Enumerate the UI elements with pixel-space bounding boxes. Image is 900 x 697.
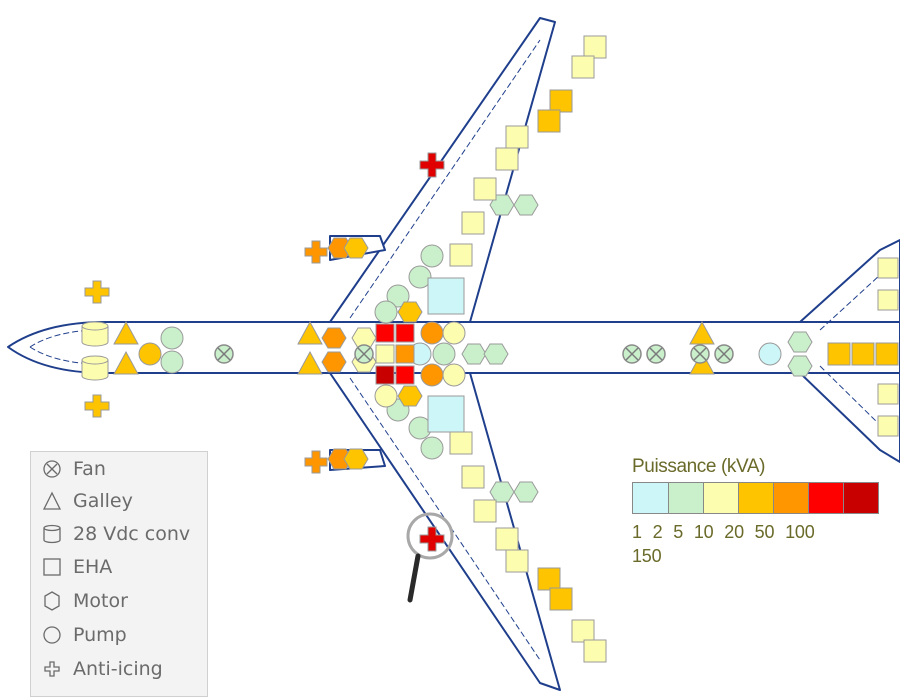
engine-motors bbox=[327, 237, 369, 470]
legend-item-eha: EHA bbox=[41, 552, 112, 582]
power-scale-ticks-line2: 150 bbox=[632, 546, 662, 566]
anti-icing-icon bbox=[44, 661, 60, 677]
power-scale-swatch-7 bbox=[843, 483, 878, 513]
legend-label-converter: 28 Vdc conv bbox=[73, 523, 191, 545]
fan-icon bbox=[43, 460, 61, 478]
power-scale-swatch-2 bbox=[668, 483, 703, 513]
lower-wing-actuators bbox=[449, 431, 607, 663]
legend-item-galley: Galley bbox=[41, 486, 133, 516]
pump-icon bbox=[43, 626, 61, 644]
anti-icing-engine-top bbox=[304, 240, 328, 264]
legend-label-galley: Galley bbox=[73, 490, 133, 512]
magnifier-icon bbox=[406, 512, 454, 603]
upper-wing bbox=[329, 17, 556, 323]
power-scale-ticks-line1: 1 2 5 10 20 50 100 bbox=[632, 522, 815, 542]
legend-item-converter: 28 Vdc conv bbox=[41, 519, 190, 549]
central-power-units bbox=[375, 277, 465, 433]
motor-icon bbox=[44, 591, 60, 611]
motor-engine-bottom-b bbox=[343, 448, 369, 470]
power-scale-title: Puissance (kVA) bbox=[632, 456, 766, 477]
upper-wing-actuators bbox=[449, 35, 607, 267]
converter-icon bbox=[43, 524, 61, 544]
power-scale-bar bbox=[632, 482, 879, 514]
anti-icing-wing-top bbox=[419, 152, 445, 178]
anti-icing-engine-bottom bbox=[304, 450, 328, 474]
legend-item-pump: Pump bbox=[41, 620, 127, 650]
shape-legend: Fan Galley 28 Vdc conv EHA Motor Pump An… bbox=[30, 451, 208, 697]
airframe-outline bbox=[7, 17, 900, 691]
power-scale-swatch-4 bbox=[738, 483, 773, 513]
anti-icing-markers bbox=[84, 152, 445, 552]
legend-label-pump: Pump bbox=[73, 624, 127, 646]
galley-icon bbox=[42, 491, 62, 510]
power-scale-ticks: 1 2 5 10 20 50 100 150 bbox=[632, 520, 894, 568]
anti-icing-nose-top bbox=[84, 280, 110, 304]
power-scale: Puissance (kVA) 1 2 5 10 20 50 100 150 bbox=[630, 456, 892, 581]
pumps bbox=[138, 244, 782, 460]
legend-label-anti-icing: Anti-icing bbox=[73, 658, 163, 680]
nose-converters bbox=[81, 321, 109, 381]
motor-engine-top-b bbox=[343, 237, 369, 259]
legend-label-eha: EHA bbox=[73, 556, 113, 578]
legend-label-fan: Fan bbox=[73, 458, 106, 480]
legend-item-anti-icing: Anti-icing bbox=[41, 654, 163, 684]
legend-item-fan: Fan bbox=[41, 454, 106, 484]
power-scale-swatch-3 bbox=[703, 483, 738, 513]
legend-item-motor: Motor bbox=[41, 586, 128, 616]
tail-actuators bbox=[827, 257, 899, 437]
eha-icon bbox=[43, 558, 61, 576]
legend-label-motor: Motor bbox=[73, 590, 128, 612]
power-scale-swatch-1 bbox=[633, 483, 668, 513]
anti-icing-nose-bottom bbox=[84, 394, 110, 418]
anti-icing-wing-bottom bbox=[419, 526, 445, 552]
power-scale-swatch-6 bbox=[808, 483, 843, 513]
power-scale-swatch-5 bbox=[773, 483, 808, 513]
